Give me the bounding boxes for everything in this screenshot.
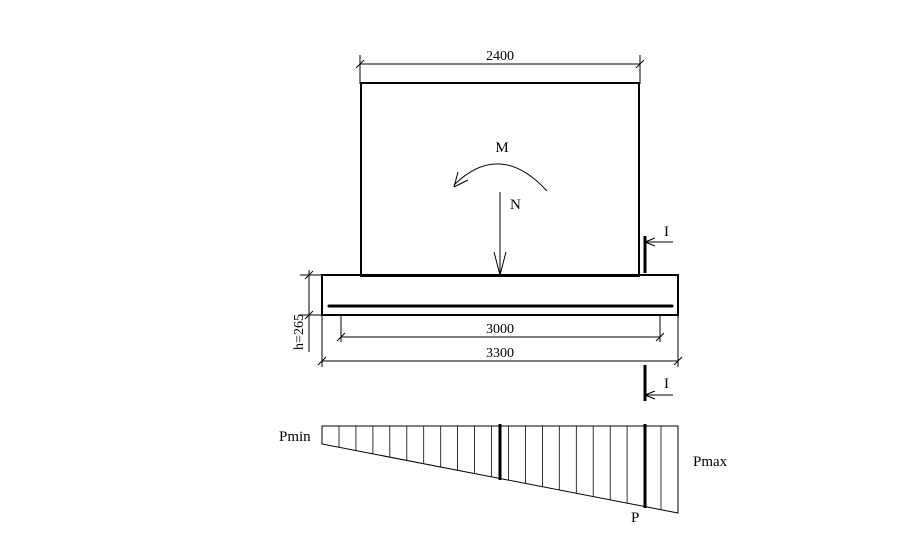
moment-arrow (453, 163, 548, 192)
pressure-min-label: Pmin (279, 429, 311, 445)
dimension-slab-height-label: h=265 (292, 314, 307, 350)
section-mark-top (643, 236, 673, 273)
section-mark-bottom-label: I (664, 376, 669, 392)
dimension-column-width (355, 55, 645, 84)
dimension-slab-inner-width-label: 3000 (486, 322, 514, 337)
dimension-slab-inner-width (336, 315, 665, 342)
pressure-max-label: Pmax (693, 454, 728, 470)
dimension-slab-height (300, 270, 322, 352)
dimension-column-width-label: 2400 (486, 49, 514, 64)
pressure-diagram (321, 424, 679, 514)
axial-force-label: N (510, 197, 521, 213)
moment-label: M (495, 140, 508, 156)
dimension-slab-width-label: 3300 (486, 346, 514, 361)
axial-force-arrow (493, 192, 507, 276)
pressure-point-label: P (631, 510, 639, 526)
section-mark-bottom (643, 365, 673, 401)
foundation-slab (321, 274, 679, 316)
section-mark-top-label: I (664, 224, 669, 240)
dimension-slab-width (317, 315, 683, 367)
